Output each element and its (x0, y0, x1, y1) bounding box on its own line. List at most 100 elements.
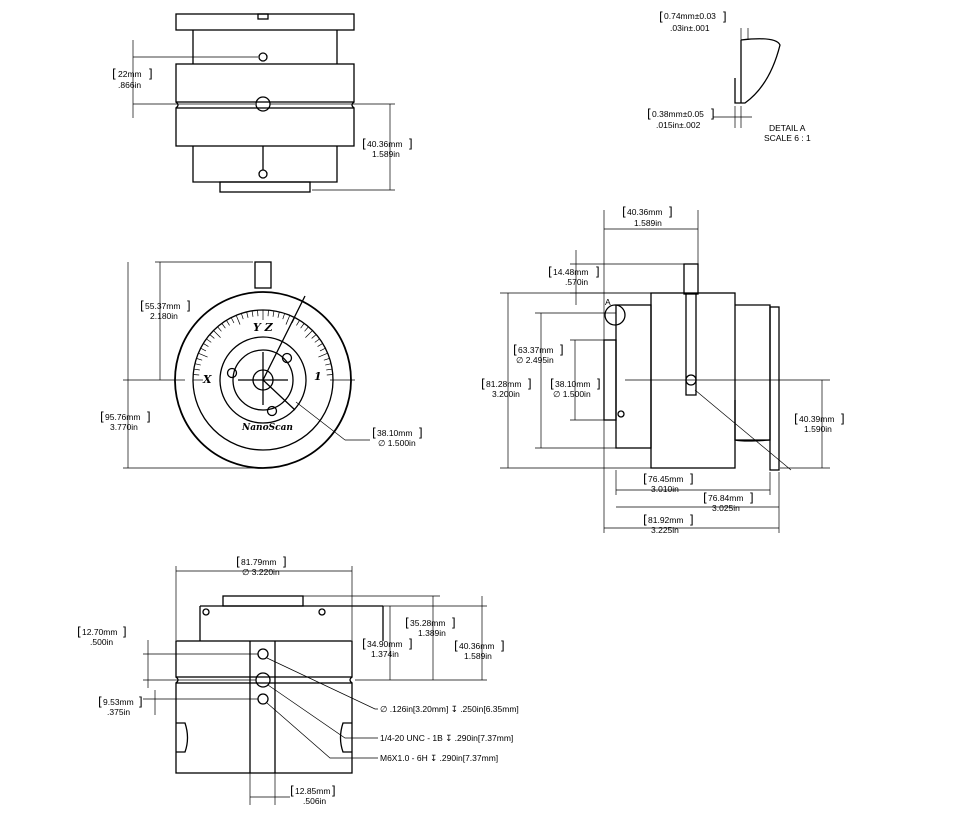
side-dim-w2-mm: 76.84mm (708, 493, 743, 503)
bottom-dim-c-in: 1.389in (418, 628, 446, 638)
dial-tick (194, 363, 201, 366)
side-dim-post-mm: 14.48mm (553, 267, 588, 277)
bottom-dim-f-mm: 12.85mm (295, 786, 330, 796)
side-dim-od-mm: 63.37mm (518, 345, 553, 355)
top-dim-1-in: .866in (118, 80, 141, 90)
hole-callout-3: M6X1.0 - 6H ↧ .290in[7.37mm] (380, 753, 498, 763)
svg-text:]: ] (595, 265, 600, 279)
side-dim-id-mm: 38.10mm (555, 379, 590, 389)
svg-text:[: [ (112, 67, 117, 81)
detail-dim-b-mm: 0.38mm±0.05 (652, 109, 704, 119)
svg-text:]: ] (689, 472, 694, 486)
dial-tick (282, 313, 285, 320)
svg-text:[: [ (659, 10, 664, 24)
dial-label-x: X (202, 373, 212, 386)
svg-text:[: [ (643, 513, 648, 527)
svg-text:]: ] (408, 637, 413, 651)
svg-text:]: ] (710, 107, 715, 121)
bottom-dim-f-in: .506in (303, 796, 326, 806)
front-dim-h1-in: 2.180in (150, 311, 178, 321)
svg-text:[: [ (454, 639, 459, 653)
front-dim-bore-mm: 38.10mm (377, 428, 412, 438)
svg-text:]: ] (331, 784, 336, 798)
side-dim-id-in: ∅ 1.500in (553, 389, 591, 399)
svg-text:]: ] (282, 555, 287, 569)
dial-tick (285, 315, 291, 325)
svg-text:]: ] (500, 639, 505, 653)
dial-tick (304, 326, 309, 332)
side-dim-r-in: 1.590in (804, 424, 832, 434)
svg-text:[: [ (290, 784, 295, 798)
svg-text:[: [ (362, 137, 367, 151)
dial-tick (200, 347, 207, 352)
nanoscan-logo: NanoScan (241, 423, 293, 433)
bottom-dim-dia-in: ∅ 3.220in (242, 567, 280, 577)
dial-tick-marks (193, 310, 333, 381)
top-view: [ 22mm ] .866in [ 40.36mm ] 1.589in (112, 13, 413, 193)
svg-text:[: [ (550, 377, 555, 391)
svg-text:[: [ (372, 426, 377, 440)
detail-a: [ 0.74mm±0.03 ] .03in±.001 [ 0.38mm±0.05… (647, 10, 811, 143)
svg-text:[: [ (100, 410, 105, 424)
side-dim-w1-in: 3.010in (651, 484, 679, 494)
hole-callout-2: 1/4-20 UNC - 1B ↧ .290in[7.37mm] (380, 733, 513, 743)
side-view: A [ 40.36mm ] 1.589in [ 14.48mm ] .570in (481, 205, 845, 535)
svg-text:[: [ (622, 205, 627, 219)
side-dim-top-in: 1.589in (634, 218, 662, 228)
dial-tick (277, 311, 280, 318)
top-dim-2-mm: 40.36mm (367, 139, 402, 149)
dial-label-yz: Y Z (253, 321, 274, 334)
svg-text:[: [ (703, 491, 708, 505)
hole-callout-1: ∅ .126in[3.20mm] ↧ .250in[6.35mm] (380, 704, 519, 714)
front-dim-h2-mm: 95.76mm (105, 412, 140, 422)
svg-text:[: [ (481, 377, 486, 391)
front-dim-h1-mm: 55.37mm (145, 301, 180, 311)
bottom-dim-a-mm: 12.70mm (82, 627, 117, 637)
top-dim-1-mm: 22mm (118, 69, 142, 79)
side-dim-post-in: .570in (565, 277, 588, 287)
svg-text:[: [ (647, 107, 652, 121)
bottom-dim-dia-mm: 81.79mm (241, 557, 276, 567)
front-dim-h2-in: 3.770in (110, 422, 138, 432)
svg-text:[: [ (140, 299, 145, 313)
bottom-dim-d-in: 1.589in (464, 651, 492, 661)
dial-tick (221, 323, 226, 329)
detail-dim-b-in: .015in±.002 (656, 120, 701, 130)
dial-tick (311, 334, 317, 339)
svg-text:]: ] (418, 426, 423, 440)
svg-text:[: [ (77, 625, 82, 639)
svg-text:]: ] (408, 137, 413, 151)
dial-tick (318, 352, 328, 358)
svg-text:[: [ (98, 695, 103, 709)
dial-tick (323, 358, 330, 361)
svg-text:]: ] (559, 343, 564, 357)
dial-tick (326, 368, 333, 371)
dial-tick (241, 313, 244, 320)
svg-text:[: [ (548, 265, 553, 279)
dial-tick (319, 347, 326, 352)
side-dim-w3-in: 3.225in (651, 525, 679, 535)
svg-text:[: [ (362, 637, 367, 651)
svg-text:[: [ (405, 616, 410, 630)
svg-text:]: ] (122, 625, 127, 639)
dial-tick (209, 334, 215, 339)
dial-tick (198, 352, 208, 358)
detail-scale: SCALE 6 : 1 (764, 133, 811, 143)
bottom-dim-e-in: .375in (107, 707, 130, 717)
svg-text:]: ] (186, 299, 191, 313)
svg-text:]: ] (451, 616, 456, 630)
detail-dim-a-mm: 0.74mm±0.03 (664, 11, 716, 21)
svg-text:[: [ (236, 555, 241, 569)
bottom-dim-b-in: 1.374in (371, 649, 399, 659)
front-view: X Y Z 1 NanoScan [ 55.37mm ] 2.180in [ 9… (100, 261, 423, 469)
bottom-view: [ 81.79mm ] ∅ 3.220in [ 12.70mm ] .500in… (77, 555, 519, 806)
dial-tick (230, 317, 235, 324)
dial-tick (314, 338, 320, 343)
top-dim-2-in: 1.589in (372, 149, 400, 159)
bottom-dim-e-mm: 9.53mm (103, 697, 134, 707)
side-dim-w3-mm: 81.92mm (648, 515, 683, 525)
dial-tick (246, 311, 249, 318)
side-dim-w2-in: 3.025in (712, 503, 740, 513)
dial-tick (196, 358, 203, 361)
bottom-dim-c-mm: 35.28mm (410, 618, 445, 628)
